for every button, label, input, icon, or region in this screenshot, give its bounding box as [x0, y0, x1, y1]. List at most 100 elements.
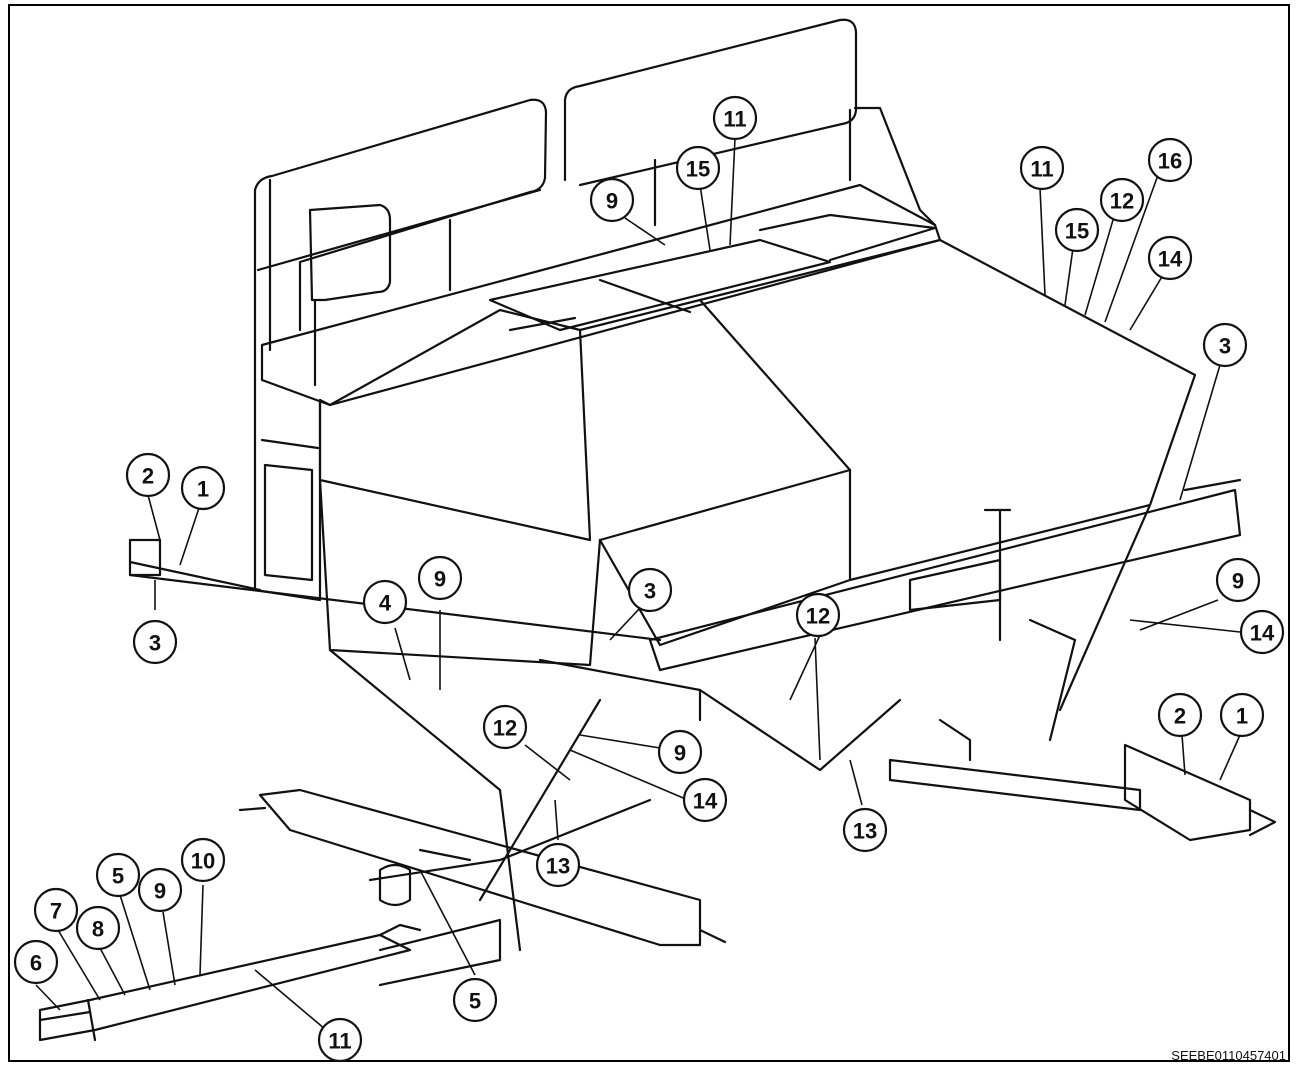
callout-15: 15: [675, 145, 721, 191]
callout-circle: [795, 592, 841, 638]
callout-number: 6: [30, 951, 42, 976]
callout-circle: [1147, 235, 1193, 281]
callout-12: 12: [1099, 177, 1145, 223]
callout-9: 9: [137, 867, 183, 913]
callout-14: 14: [1147, 235, 1193, 281]
callout-11: 11: [712, 95, 758, 141]
figure-code: SEEBE0110457401: [1171, 1048, 1286, 1063]
callout-12: 12: [482, 704, 528, 750]
callout-number: 13: [546, 854, 570, 879]
callout-6: 6: [13, 939, 59, 985]
callout-11: 11: [1019, 145, 1065, 191]
callout-circle: [657, 729, 703, 775]
callout-circle: [1202, 322, 1248, 368]
callout-number: 4: [379, 591, 392, 616]
callout-number: 16: [1158, 149, 1182, 174]
callout-number: 10: [191, 849, 215, 874]
callout-14: 14: [682, 777, 728, 823]
callout-3: 3: [627, 567, 673, 613]
callout-11: 11: [317, 1017, 363, 1063]
callout-number: 9: [434, 567, 446, 592]
callout-15: 15: [1054, 207, 1100, 253]
callout-circle: [75, 905, 121, 951]
callout-circle: [417, 555, 463, 601]
callout-circle: [535, 842, 581, 888]
callout-number: 3: [1219, 334, 1231, 359]
callout-circle: [1219, 692, 1265, 738]
callout-circle: [675, 145, 721, 191]
callout-9: 9: [1215, 557, 1261, 603]
callout-1: 1: [1219, 692, 1265, 738]
callout-circle: [1019, 145, 1065, 191]
callout-number: 8: [92, 917, 104, 942]
callout-circle: [180, 837, 226, 883]
callout-13: 13: [535, 842, 581, 888]
callout-circle: [682, 777, 728, 823]
callout-number: 12: [493, 716, 517, 741]
callout-circle: [33, 887, 79, 933]
callout-8: 8: [75, 905, 121, 951]
callout-circle: [362, 579, 408, 625]
callout-number: 12: [1110, 189, 1134, 214]
callout-number: 12: [806, 604, 830, 629]
callout-circle: [482, 704, 528, 750]
callout-circle: [452, 977, 498, 1023]
callout-circle: [627, 567, 673, 613]
callout-4: 4: [362, 579, 408, 625]
callout-number: 14: [693, 789, 718, 814]
callout-circle: [95, 852, 141, 898]
callout-number: 1: [1236, 704, 1248, 729]
callout-circle: [589, 177, 635, 223]
frame-end-left: [253, 353, 322, 602]
callout-3: 3: [1202, 322, 1248, 368]
callout-number: 5: [112, 864, 124, 889]
callout-circle: [1054, 207, 1100, 253]
callout-circle: [180, 465, 226, 511]
callout-number: 1: [197, 477, 209, 502]
callout-circle: [317, 1017, 363, 1063]
callout-circle: [1157, 692, 1203, 738]
callout-number: 11: [723, 107, 746, 132]
callout-number: 7: [50, 899, 62, 924]
callout-circle: [137, 867, 183, 913]
callout-2: 2: [125, 452, 171, 498]
figure-border: [8, 4, 1290, 1062]
callout-circle: [1099, 177, 1145, 223]
callout-2: 2: [1157, 692, 1203, 738]
callout-circle: [125, 452, 171, 498]
callout-number: 3: [644, 579, 656, 604]
callout-number: 15: [686, 157, 710, 182]
cross-beams: [128, 478, 1242, 722]
callout-14: 14: [1239, 609, 1285, 655]
callout-number: 11: [328, 1029, 351, 1054]
callout-number: 11: [1030, 157, 1053, 182]
leader-lines: [35, 137, 1241, 1041]
callout-3: 3: [132, 619, 178, 665]
callout-circle: [1147, 137, 1193, 183]
callout-circle: [1215, 557, 1261, 603]
callout-number: 9: [1232, 569, 1244, 594]
callout-circle: [132, 619, 178, 665]
callout-16: 16: [1147, 137, 1193, 183]
callout-13: 13: [842, 807, 888, 853]
callout-number: 2: [1174, 704, 1186, 729]
callout-9: 9: [657, 729, 703, 775]
callout-9: 9: [417, 555, 463, 601]
callout-number: 9: [606, 189, 618, 214]
handrail-left: [253, 98, 548, 387]
callout-5: 5: [452, 977, 498, 1023]
callout-12: 12: [795, 592, 841, 638]
callout-1: 1: [180, 465, 226, 511]
callout-number: 9: [154, 879, 166, 904]
rear-axle: [888, 618, 1277, 842]
callout-9: 9: [589, 177, 635, 223]
callout-number: 14: [1158, 247, 1183, 272]
callout-number: 15: [1065, 219, 1089, 244]
callout-circle: [712, 95, 758, 141]
callout-number: 13: [853, 819, 877, 844]
callout-circle: [1239, 609, 1285, 655]
callout-10: 10: [180, 837, 226, 883]
callout-number: 9: [674, 741, 686, 766]
handrail-right: [563, 18, 937, 227]
